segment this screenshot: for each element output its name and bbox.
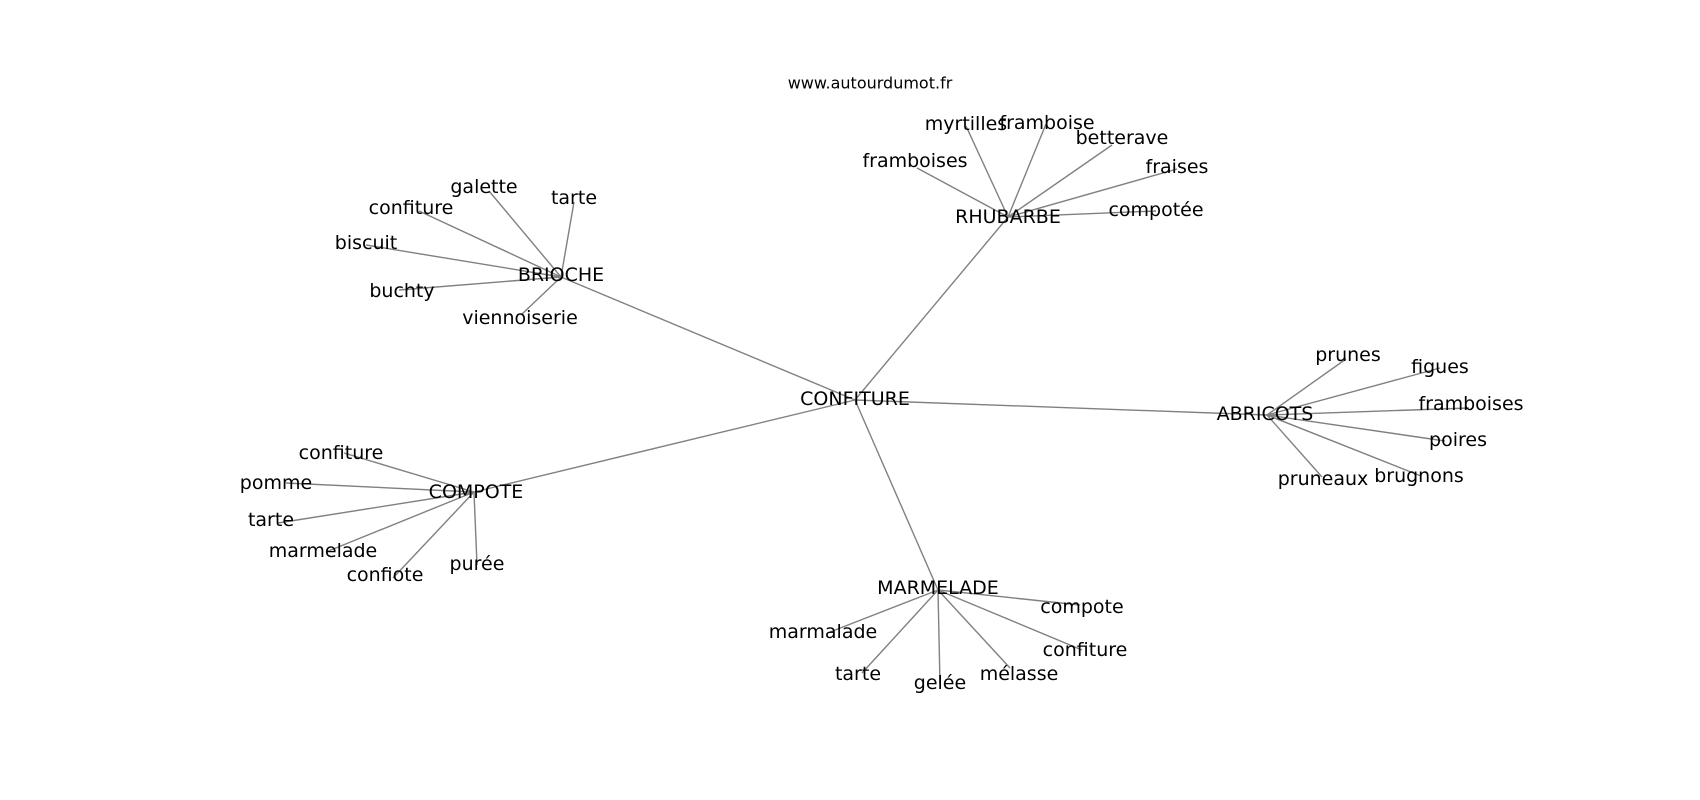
edge-compote-to-leaf: [285, 482, 475, 493]
hub-node-label: BRIOCHE: [518, 264, 604, 286]
edge-center-to-marmelade: [854, 399, 939, 591]
edge-center-to-rhubarbe: [854, 216, 1009, 401]
edge-compote-to-leaf: [325, 491, 475, 553]
edge-compote-to-leaf: [392, 491, 475, 579]
edge-marmelade-to-leaf: [937, 589, 941, 685]
edge-rhubarbe-to-leaf: [916, 167, 1009, 218]
leaf-node-label: galette: [450, 176, 517, 198]
leaf-node-label: confiture: [1043, 639, 1128, 661]
leaf-node-label: framboises: [862, 150, 967, 172]
leaf-node-label: prunes: [1315, 344, 1381, 366]
leaf-node-label: confiote: [347, 564, 424, 586]
edge-brioche-to-leaf: [398, 276, 562, 291]
leaf-node-label: compote: [1040, 596, 1123, 618]
website-caption: www.autourdumot.fr: [788, 74, 953, 93]
center-node-label: CONFITURE: [800, 388, 910, 410]
leaf-node-label: tarte: [551, 187, 597, 209]
leaf-node-label: buchty: [369, 280, 434, 302]
edge-abricots-to-leaf: [1266, 414, 1446, 442]
edge-brioche-to-leaf: [488, 190, 562, 278]
edge-brioche-to-leaf: [365, 244, 562, 278]
edge-layer: [277, 123, 1470, 685]
edge-marmelade-to-leaf: [861, 589, 939, 674]
edge-center-to-abricots: [854, 399, 1268, 416]
edge-brioche-to-leaf: [560, 201, 575, 278]
hub-node-label: MARMELADE: [877, 577, 999, 599]
leaf-node-label: purée: [450, 553, 505, 575]
leaf-node-label: biscuit: [335, 232, 397, 254]
edge-marmelade-to-leaf: [829, 589, 939, 633]
leaf-node-label: myrtilles: [925, 113, 1007, 135]
edge-rhubarbe-to-leaf: [1007, 123, 1047, 218]
edge-compote-to-leaf: [277, 491, 475, 524]
edge-abricots-to-leaf: [1266, 414, 1422, 477]
leaf-node-label: confiture: [299, 442, 384, 464]
edge-brioche-to-leaf: [418, 210, 562, 278]
leaf-node-label: fraises: [1146, 156, 1209, 178]
leaf-node-label: brugnons: [1374, 465, 1464, 487]
edge-marmelade-to-leaf: [937, 589, 1083, 651]
edge-abricots-to-leaf: [1266, 407, 1470, 416]
edge-abricots-to-leaf: [1266, 414, 1323, 478]
leaf-node-label: gelée: [914, 672, 966, 694]
edge-rhubarbe-to-leaf: [1007, 144, 1113, 218]
edge-abricots-to-leaf: [1266, 358, 1347, 416]
leaf-node-label: betterave: [1076, 127, 1169, 149]
edge-marmelade-to-leaf: [937, 589, 1081, 606]
leaf-node-label: tarte: [248, 509, 294, 531]
leaf-node-label: figues: [1411, 356, 1469, 378]
edge-rhubarbe-to-leaf: [1007, 210, 1157, 218]
edge-compote-to-leaf: [473, 491, 478, 566]
leaf-node-label: tarte: [835, 663, 881, 685]
leaf-node-label: viennoiserie: [462, 307, 578, 329]
leaf-node-label: framboise: [999, 112, 1094, 134]
hub-node-label: RHUBARBE: [955, 206, 1061, 228]
hub-node-label: COMPOTE: [429, 481, 524, 503]
edge-abricots-to-leaf: [1266, 367, 1441, 416]
edge-compote-to-leaf: [343, 452, 475, 493]
leaf-node-label: marmalade: [769, 621, 877, 643]
edge-center-to-brioche: [560, 276, 856, 401]
edge-brioche-to-leaf: [520, 276, 562, 316]
hub-node-label: ABRICOTS: [1217, 403, 1314, 425]
edge-rhubarbe-to-leaf: [965, 125, 1009, 218]
label-layer: CONFITURE RHUBARBE myrtillesframboisebette…: [240, 112, 1524, 694]
leaf-node-label: mélasse: [980, 663, 1059, 685]
leaf-node-label: confiture: [369, 197, 454, 219]
leaf-node-label: pomme: [240, 472, 312, 494]
leaf-node-label: poires: [1429, 429, 1487, 451]
edge-rhubarbe-to-leaf: [1007, 168, 1178, 218]
leaf-node-label: compotée: [1108, 199, 1203, 221]
edge-marmelade-to-leaf: [937, 589, 1011, 669]
leaf-node-label: marmelade: [269, 540, 378, 562]
edge-center-to-compote: [473, 399, 856, 493]
leaf-node-label: pruneaux: [1278, 468, 1369, 490]
leaf-node-label: framboises: [1418, 393, 1523, 415]
